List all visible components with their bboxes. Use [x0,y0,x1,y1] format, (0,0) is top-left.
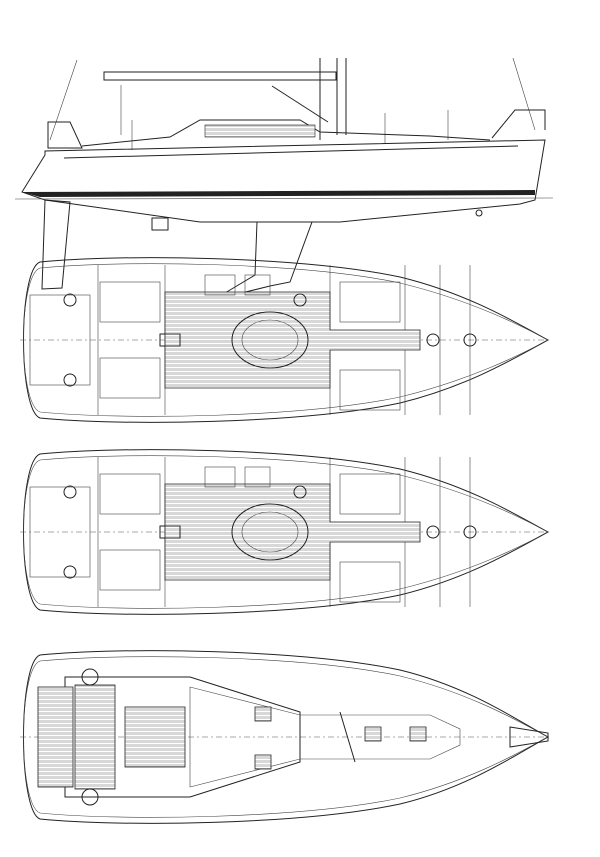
cabin-sole [164,483,421,581]
cockpit-outline [64,676,301,798]
stove [244,466,271,488]
side-profile-view [14,57,554,301]
berth [339,369,401,411]
fixture [63,373,77,387]
hull-outline [23,257,550,423]
saloon-table [231,311,309,369]
cockpit-table [124,706,186,768]
companionway-steps [159,525,181,539]
hull-outline [23,449,550,615]
interior-layout-b [20,449,550,615]
helm-area [74,684,116,790]
fixture [463,333,477,347]
hatch [254,706,272,722]
steering-wheel [81,668,99,686]
stove [244,274,271,296]
hull [21,139,546,223]
fixture [426,333,440,347]
berth [99,281,161,323]
fixture [63,565,77,579]
rudder [41,199,71,290]
aft-locker [29,294,91,386]
hull-outline [23,650,550,824]
hatch [254,754,272,770]
interior-layout-a [20,257,550,423]
berth [99,473,161,515]
boom [103,71,337,81]
fixture [63,293,77,307]
fixture [293,293,307,307]
bow-roller [509,726,549,748]
berth [339,561,401,603]
berth [339,281,401,323]
coachroof [189,686,461,788]
waterline [14,197,554,200]
fixture [426,525,440,539]
berth [99,357,161,399]
galley [204,274,236,296]
mast-base [339,711,356,763]
hatch [409,726,427,742]
swim-platform [37,686,74,788]
berth [99,549,161,591]
galley [204,466,236,488]
cockpit [204,124,316,138]
steering-wheel [81,788,99,806]
berth [339,473,401,515]
aft-locker [29,486,91,578]
fixture [463,525,477,539]
fixture [293,485,307,499]
saloon-table [231,503,309,561]
cabin-sole [164,291,421,389]
deck-plan [20,650,550,824]
companionway-steps [159,333,181,347]
fixture [63,485,77,499]
hatch [364,726,382,742]
